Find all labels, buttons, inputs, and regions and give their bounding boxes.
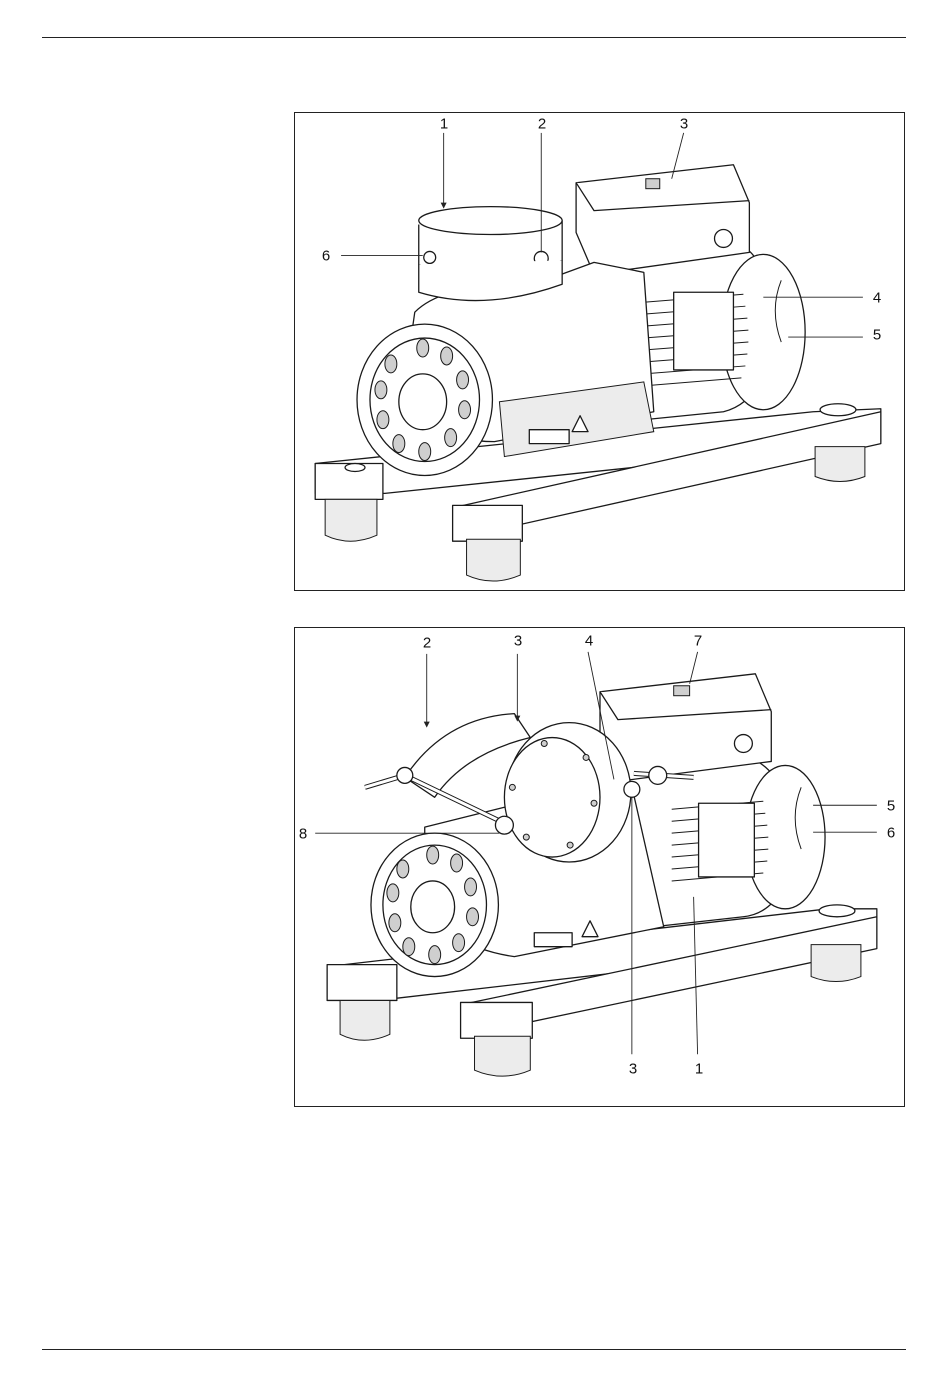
figure-pump-top-view: 1 2 3 4 5 6 (294, 112, 905, 591)
lid-screw (674, 686, 690, 696)
figure-pump-detail-view: 2 3 4 7 5 6 8 3 1 (294, 627, 905, 1107)
callout-label: 5 (873, 328, 881, 343)
callout-label: 3 (514, 634, 522, 649)
foot-front (467, 539, 521, 581)
callout-label: 7 (694, 634, 702, 649)
foot-right (811, 945, 861, 982)
callout-label: 2 (423, 636, 431, 651)
motor-nameplate-block (674, 292, 734, 370)
motor-nameplate-block (699, 803, 755, 877)
label-plate (529, 430, 569, 444)
foot-left (340, 1000, 390, 1040)
callout-label: 3 (629, 1062, 637, 1077)
flange-center (399, 374, 447, 430)
foot-front (475, 1036, 531, 1076)
fitting-3 (624, 781, 640, 797)
header-rule (42, 37, 906, 38)
callout-label: 1 (695, 1062, 703, 1077)
fan-cover (745, 765, 825, 908)
cable-gland (715, 230, 733, 248)
fitting-4 (649, 766, 667, 784)
callout-label: 1 (440, 117, 448, 132)
footer-rule (42, 1349, 906, 1350)
pump-head-top (419, 207, 562, 235)
fitting-8 (495, 816, 513, 834)
label-plate (534, 933, 572, 947)
rail-end-left (327, 965, 397, 1001)
callout-label: 4 (585, 634, 593, 649)
fitting (397, 767, 413, 783)
cable-gland (734, 735, 752, 753)
rail-end-front (461, 1002, 533, 1038)
callout-label: 5 (887, 799, 895, 814)
lid-screw (646, 179, 660, 189)
bolt-hole-right (820, 404, 856, 416)
callout-label: 4 (873, 291, 881, 306)
bolt-hole-left (345, 464, 365, 472)
callout-label: 6 (322, 249, 330, 264)
port-6 (424, 251, 436, 263)
pump-drawing-bottom (295, 628, 904, 1106)
callout-label: 6 (887, 826, 895, 841)
pump-drawing-top (295, 113, 904, 590)
foot-left (325, 499, 377, 541)
flange-center (411, 881, 455, 933)
callout-label: 8 (299, 827, 307, 842)
callout-label: 2 (538, 117, 546, 132)
foot-right (815, 447, 865, 482)
rail-end-front (453, 505, 523, 541)
bolt-hole-right (819, 905, 855, 917)
callout-label: 3 (680, 117, 688, 132)
